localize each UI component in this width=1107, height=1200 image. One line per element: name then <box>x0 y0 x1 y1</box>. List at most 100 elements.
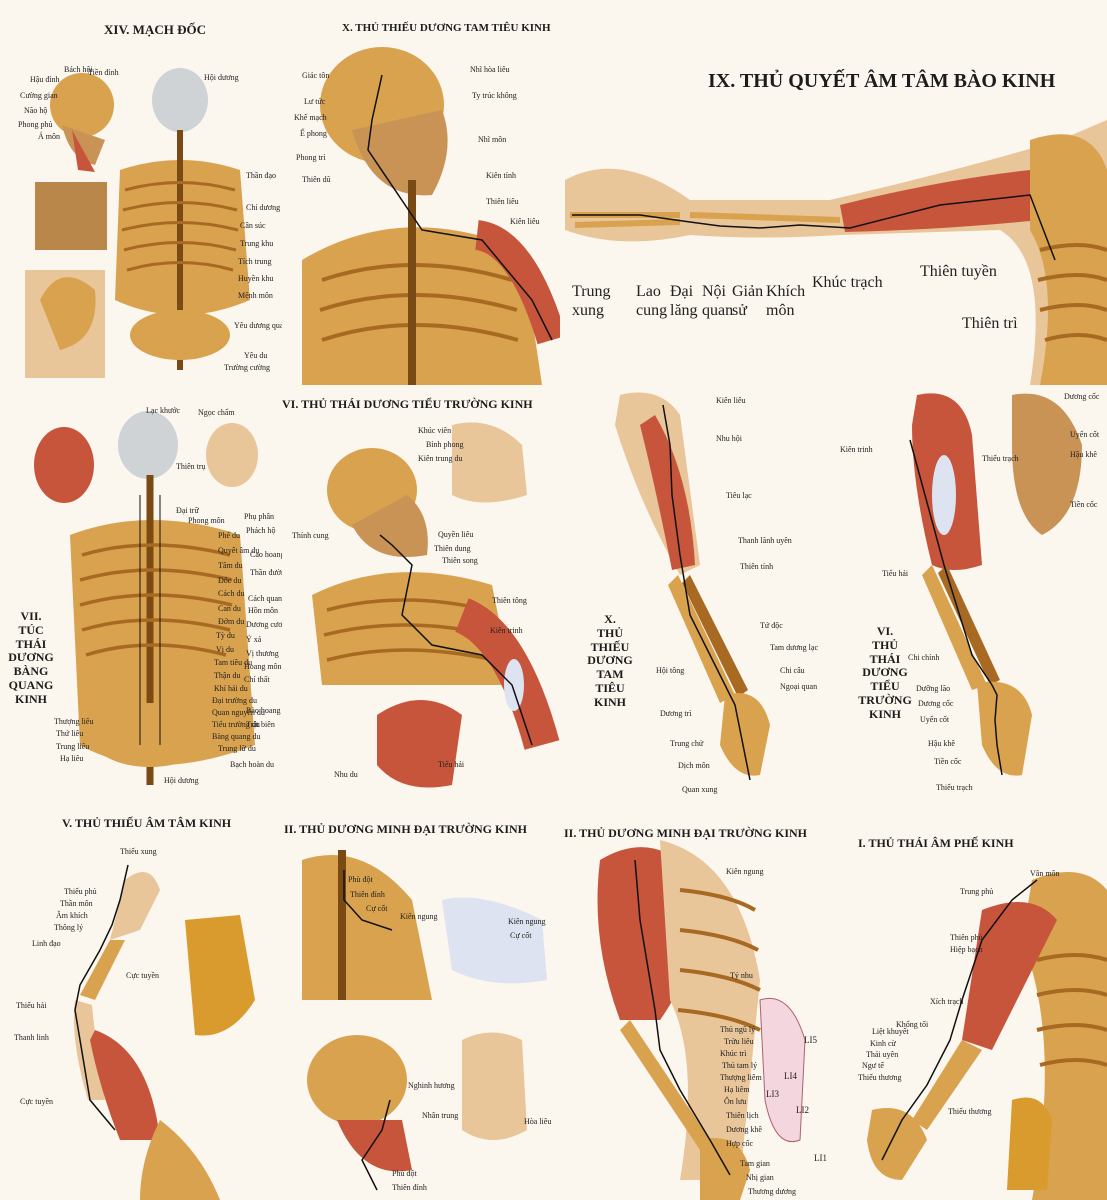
point-label: Yêu dương quan <box>234 321 282 330</box>
point-label: Nội quan <box>702 283 734 320</box>
point-label: Cự cốt <box>366 904 388 913</box>
point-label: Thủ ngũ lý <box>720 1025 756 1034</box>
point-label: Á môn <box>38 132 60 141</box>
panel-title: X. THỦ THIẾU DƯƠNG TAM TIÊU KINH <box>342 22 551 34</box>
point-label: LI3 <box>766 1089 779 1099</box>
point-label: Khổng tối <box>896 1020 929 1029</box>
point-label: Phù đột <box>392 1169 417 1178</box>
panel-title: IX. THỦ QUYẾT ÂM TÂM BÀO KINH <box>708 70 1056 92</box>
point-label: Dương cương <box>246 620 282 629</box>
tam-tieu-arm-illustration <box>615 392 770 781</box>
point-label: Thần đạo <box>246 171 276 180</box>
point-label: Mệnh môn <box>238 291 273 300</box>
point-label: Chi câu <box>780 666 805 675</box>
point-label: Thiếu phủ <box>64 887 97 896</box>
point-label: Liệt khuyết <box>872 1027 909 1036</box>
point-label: Kinh cừ <box>870 1039 896 1048</box>
panel-mach-doc: XIV. MẠCH ĐỐC Bách hội Tiền đỉnh Hậu đỉn… <box>0 0 282 385</box>
point-label: LI5 <box>804 1035 817 1045</box>
point-label: Thương dương <box>748 1187 797 1196</box>
point-label: Cực tuyền <box>20 1097 53 1106</box>
point-label: Tâm du <box>218 561 243 570</box>
point-label: Trung chử <box>670 739 704 748</box>
point-label: Lư tức <box>304 97 326 106</box>
point-label: Hậu khê <box>928 739 955 748</box>
point-label: Đại lăng <box>670 283 698 320</box>
point-label: Não hộ <box>24 106 48 115</box>
panel-dai-truong-arm: II. THỦ DƯƠNG MINH ĐẠI TRƯỜNG KINH Kiên … <box>560 800 832 1200</box>
point-label: Hậu đỉnh <box>30 75 60 84</box>
dai-truong-head-illustration <box>302 850 547 1191</box>
point-label: Hội dương <box>164 776 199 785</box>
point-label: Thiên dũ <box>302 175 331 184</box>
point-label: Linh đạo <box>32 939 61 948</box>
panel-title: V. THỦ THIẾU ÂM TÂM KINH <box>62 816 232 830</box>
point-label: Thiên dung <box>434 544 471 553</box>
tieu-truong-arm-illustration <box>909 393 1082 776</box>
point-label: Quyết âm du <box>218 546 260 555</box>
point-label: Tý nhu <box>730 971 753 980</box>
point-label: Thiên liêu <box>486 197 519 206</box>
point-label: Âm khích <box>56 911 88 920</box>
point-label: Hồn môn <box>248 606 278 615</box>
point-label: Trung liêu <box>56 742 90 751</box>
point-label: Khí hải du <box>214 684 248 693</box>
point-label: Tiểu hải <box>438 760 465 769</box>
point-label: Xích trạch <box>930 997 964 1006</box>
point-label: Chí dương <box>246 203 281 212</box>
point-label: Can du <box>218 604 241 613</box>
point-label: Ý xá <box>246 635 262 644</box>
point-label: Bạch hoàn du <box>230 760 274 769</box>
point-label: Tiền cốc <box>1070 500 1098 509</box>
point-label: Tiền cốc <box>934 757 962 766</box>
point-label: Thiên trụ <box>176 462 206 471</box>
point-label: Vị du <box>216 645 234 654</box>
panel-title: VI. THỦ THÁI DƯƠNG TIỂU TRƯỜNG KINH <box>282 397 533 411</box>
panel-tieu-truong-head: VI. THỦ THÁI DƯƠNG TIỂU TRƯỜNG KINH Thín… <box>282 385 560 800</box>
point-label: Phụ phân <box>244 512 274 521</box>
point-label: Nhĩ môn <box>478 135 507 144</box>
tam-bao-illustration <box>565 120 1107 385</box>
point-label: Khúc trì <box>720 1049 747 1058</box>
point-label: Kiên trung du <box>418 454 463 463</box>
point-label: Đại trường du <box>212 696 258 705</box>
point-label: Hạ liêu <box>60 754 84 763</box>
point-label: Hoang môn <box>244 662 282 671</box>
point-label: Cực tuyền <box>126 971 159 980</box>
point-label: Kiên ngung <box>508 917 546 926</box>
point-label: Ngư tế <box>862 1061 884 1070</box>
panel-title: XIV. MẠCH ĐỐC <box>104 22 206 37</box>
point-label: Dương trì <box>660 709 692 718</box>
point-label: Dịch môn <box>678 761 710 770</box>
point-label: Thiên phủ <box>950 933 983 942</box>
point-label: Thiên trì <box>962 315 1018 332</box>
point-label: Bách hội <box>64 65 93 74</box>
point-label: Phong phủ <box>18 120 53 129</box>
point-label: Tiểu hải <box>882 569 909 578</box>
point-label: Tiền đỉnh <box>88 68 119 77</box>
point-label: Phong môn <box>188 516 225 525</box>
point-label: Tiêu lạc <box>726 491 752 500</box>
point-label: LI1 <box>814 1153 827 1163</box>
point-label: Chí thất <box>244 675 270 684</box>
point-label: Khích môn <box>766 283 806 320</box>
point-label: Giác tôn <box>302 71 330 80</box>
point-label: Nghinh hương <box>408 1081 455 1090</box>
point-label: Dương cốc <box>918 699 954 708</box>
point-label: Hạ liêm <box>724 1085 750 1094</box>
panel-phe-kinh: I. THỦ THÁI ÂM PHẾ KINH Vân môn Trung ph… <box>832 800 1107 1200</box>
point-label: Bỉnh phong <box>426 440 464 449</box>
point-label: Thiếu trạch <box>936 783 973 792</box>
point-label: Nhu hội <box>716 434 742 443</box>
point-label: Tam tiêu du <box>214 658 253 667</box>
point-label: Tam dương lạc <box>770 643 818 652</box>
point-label: Giản sử <box>732 283 764 320</box>
point-label: Thanh linh <box>14 1033 49 1042</box>
panel-title: I. THỦ THÁI ÂM PHẾ KINH <box>858 836 1014 850</box>
panel-title: II. THỦ DƯƠNG MINH ĐẠI TRƯỜNG KINH <box>284 822 528 836</box>
point-label: Cách du <box>218 589 245 598</box>
point-label: Tỳ du <box>216 631 235 640</box>
